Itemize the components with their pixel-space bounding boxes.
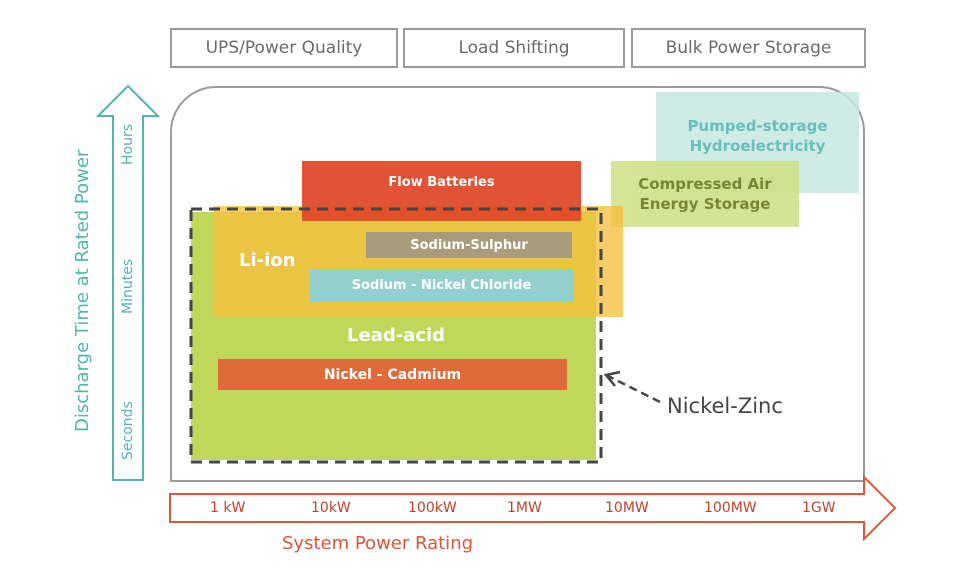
y-axis-title: Discharge Time at Rated Power: [72, 149, 93, 432]
x-tick-1mw: 1MW: [507, 500, 542, 516]
nickel-zinc-leader-head: [603, 370, 621, 387]
tech-nickel-zinc-label: Nickel-Zinc: [667, 394, 783, 418]
x-axis-arrow: [169, 474, 897, 542]
chart-frame: [170, 86, 865, 482]
category-bulk-power-storage: Bulk Power Storage: [631, 28, 866, 68]
nickel-zinc-leader: [607, 374, 661, 404]
y-tick-seconds: Seconds: [120, 401, 136, 460]
tech-compressed-air-line2: Energy Storage: [639, 195, 771, 213]
tech-compressed-air-line1: Compressed Air: [638, 175, 772, 193]
y-tick-hours: Hours: [120, 123, 136, 165]
category-load-shifting: Load Shifting: [403, 28, 625, 68]
x-tick-1gw: 1GW: [802, 500, 836, 516]
y-tick-minutes: Minutes: [120, 258, 136, 314]
x-tick-1kw: 1 kW: [210, 500, 246, 516]
tech-pumped-storage-label: Pumped-storage Hydroelectricity: [687, 117, 828, 155]
category-ups-power-quality: UPS/Power Quality: [170, 28, 398, 68]
x-tick-100mw: 100MW: [704, 500, 757, 516]
x-axis-title: System Power Rating: [282, 533, 474, 554]
tech-sodium-nickel-chloride-label: Sodium - Nickel Chloride: [351, 278, 532, 293]
tech-compressed-air: Compressed Air Energy Storage: [611, 161, 799, 227]
tech-flow-batteries-label: Flow Batteries: [388, 175, 495, 190]
tech-sodium-nickel-chloride: Sodium - Nickel Chloride: [310, 269, 573, 302]
tech-nickel-cadmium: Nickel - Cadmium: [218, 359, 567, 390]
tech-flow-batteries: Flow Batteries: [302, 161, 581, 221]
x-tick-10mw: 10MW: [605, 500, 649, 516]
tech-sodium-sulphur-label: Sodium-Sulphur: [410, 237, 528, 253]
x-tick-100kw: 100kW: [408, 500, 457, 516]
x-tick-10kw: 10kW: [311, 500, 351, 516]
tech-lead-acid-label: Lead-acid: [347, 325, 446, 346]
nickel-zinc-boundary: [189, 207, 603, 464]
tech-nickel-cadmium-label: Nickel - Cadmium: [323, 366, 462, 383]
y-axis-arrow: [95, 84, 161, 481]
tech-sodium-sulphur: Sodium-Sulphur: [366, 232, 572, 258]
tech-li-ion-label: Li-ion: [239, 250, 296, 271]
